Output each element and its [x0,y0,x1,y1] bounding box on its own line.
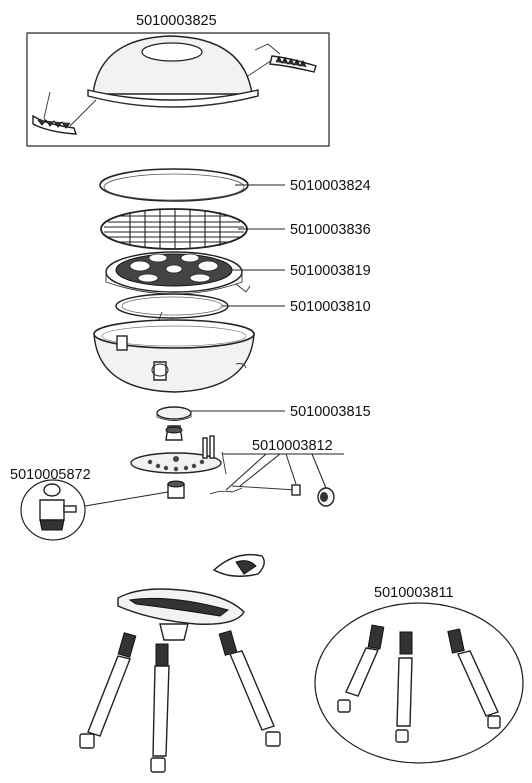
lid-handle-left-ribs [37,119,71,129]
base-group [79,588,281,773]
lid-rim-edge [95,97,251,108]
burner-bracket-2 [209,435,215,459]
legs-detail-circle [314,602,524,764]
burner-electrode [221,451,227,475]
lid-vent [141,42,203,62]
bowl-rim [93,319,255,349]
lid-frame [26,32,330,147]
label-grill-grate: 5010003836 [290,222,371,238]
base-hub [159,623,189,641]
regulator-outlet [63,505,77,513]
regulator-top [43,483,61,497]
support-ring [115,293,229,319]
grill-grate-rim [100,208,248,250]
label-cover-ring: 5010003824 [290,178,371,194]
burner-cap-edge [156,413,192,421]
support-ring-group: 5010003810 [115,293,371,325]
burner-tube [231,485,297,491]
burner-plate-holes [147,456,205,472]
burner-bracket-1 [202,437,208,459]
regulator-group: 5010005872 [10,467,169,541]
label-burner-assembly: 5010003812 [252,438,333,454]
control-knob-center [320,492,328,502]
windshield-group [212,553,265,577]
support-ring-inner [121,296,223,316]
label-legs: 5010003811 [374,585,454,601]
label-regulator: 5010005872 [10,467,91,483]
regulator-body [39,499,65,521]
burner-assembly-group: 5010003812 [130,425,344,507]
base-ribs [128,597,230,617]
grill-grate-bars [104,209,244,249]
label-burner-cap: 5010003815 [290,404,371,420]
leader-burner-assembly-1 [239,453,281,487]
leader-burner-assembly-2 [285,453,297,485]
legs-detail-leg-1 [337,624,385,713]
heat-plate-tab [235,283,251,293]
base-leg-left [79,632,137,749]
base-leg-center [150,643,170,773]
label-support-ring: 5010003810 [290,299,371,315]
burner-cap-group: 5010003815 [156,404,371,421]
burner-post-top [165,426,183,434]
leader-burner-assembly-4 [225,453,267,491]
label-heat-plate: 5010003819 [290,263,371,279]
lid-handle-right-link [247,59,273,77]
leader-burner-assembly-3 [311,453,327,489]
lid-handle-right-ribs [275,55,307,68]
lid-dome [92,35,253,95]
bowl-vent-left [116,335,128,351]
burner-plate [130,452,222,474]
bowl-handle-loop [151,363,169,377]
regulator-base [39,519,65,531]
burner-thermocouple [209,487,243,495]
base-leg-right [218,630,281,747]
lid-handle-right-wire [254,43,281,55]
lid-handle-left-link [69,99,97,127]
legs-detail-leg-2 [395,631,413,743]
bowl-body [93,333,255,393]
leader-regulator [84,491,169,507]
windshield-detail [235,560,257,575]
cover-ring-group: 5010003824 [99,168,371,202]
burner-valve-top [167,480,185,488]
burner-cap [156,406,192,420]
legs-detail-group: 5010003811 [314,585,524,764]
legs-detail-leg-3 [447,628,501,729]
cover-ring-inner [103,173,245,201]
bowl-rim-inner [101,325,247,347]
bowl-group [93,319,255,393]
heat-plate-group: 5010003819 [105,251,371,295]
label-lid: 5010003825 [136,13,217,29]
bowl-vent-right [235,363,247,369]
burner-tube-fitting [291,484,301,496]
lid-handle-left-grip [32,114,77,135]
heat-plate-holes [129,253,219,283]
grill-grate-group: 5010003836 [100,208,371,250]
lid-group: 5010003825 [26,13,330,147]
regulator-detail-circle [20,479,86,541]
